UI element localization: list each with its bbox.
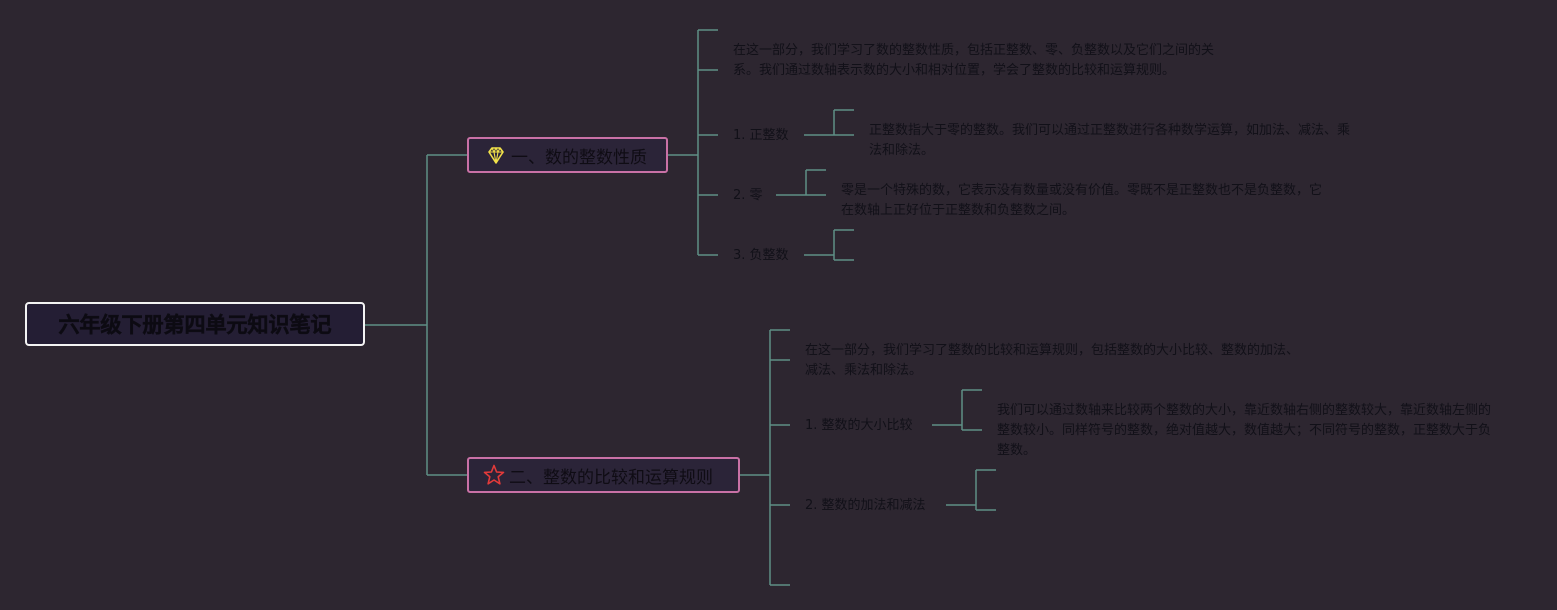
b1-item1-connector [804,109,854,136]
root-topic[interactable]: 六年级下册第四单元知识笔记 [25,302,365,346]
branch-title: 二、整数的比较和运算规则 [509,467,713,488]
b1-item2-connector [776,169,826,196]
subtopic-detail: 我们可以通过数轴来比较两个整数的大小，靠近数轴右侧的整数较大，靠近数轴左侧的整数… [997,403,1492,458]
subtopic-detail: 零是一个特殊的数，它表示没有数量或没有价值。零既不是正整数也不是负整数，它在数轴… [841,183,1323,218]
subtopic-label[interactable]: 2. 零 [733,188,763,203]
root-title: 六年级下册第四单元知识笔记 [58,313,332,338]
branch2-connector [740,329,790,586]
gem-icon [485,144,507,166]
subtopic-detail: 正整数指大于零的整数。我们可以通过正整数进行各种数学运算，如加法、减法、乘法和除… [869,123,1351,158]
branch-title: 一、数的整数性质 [511,147,647,168]
branch1-intro: 在这一部分，我们学习了数的整数性质，包括正整数、零、负整数以及它们之间的关系。我… [733,43,1215,78]
subtopic-label[interactable]: 1. 整数的大小比较 [805,418,913,433]
subtopic-label[interactable]: 1. 正整数 [733,128,789,143]
root-connector [365,154,467,476]
b1-item3-connector [804,229,854,261]
b2-item2-connector [946,469,996,511]
branch-topic-1[interactable]: 一、数的整数性质 [467,137,668,173]
branch2-intro: 在这一部分，我们学习了整数的比较和运算规则，包括整数的大小比较、整数的加法、减法… [805,343,1300,378]
subtopic-label[interactable]: 2. 整数的加法和减法 [805,498,926,513]
star-icon [483,464,505,486]
branch-topic-2[interactable]: 二、整数的比较和运算规则 [467,457,740,493]
branch1-connector [668,29,718,256]
b2-item1-connector [932,389,982,431]
subtopic-label[interactable]: 3. 负整数 [733,248,789,263]
